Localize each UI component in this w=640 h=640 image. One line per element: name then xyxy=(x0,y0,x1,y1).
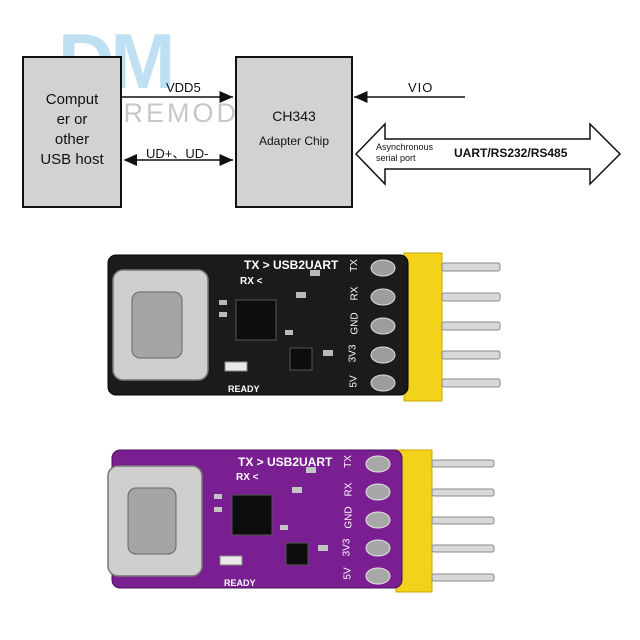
pad-1 xyxy=(370,259,396,277)
uart-double-arrow xyxy=(354,122,622,186)
chip-title: CH343 xyxy=(272,108,316,124)
smd-1 xyxy=(219,300,227,305)
ready-led-2 xyxy=(219,555,243,566)
usb-c-inner xyxy=(131,291,183,359)
pin-1 xyxy=(441,262,501,272)
pad2-1 xyxy=(365,455,391,473)
smd-2 xyxy=(219,312,227,317)
pad-3 xyxy=(370,317,396,335)
pad-5 xyxy=(370,374,396,392)
host-line-2: er or xyxy=(56,111,88,128)
chip-subtitle: Adapter Chip xyxy=(258,134,330,148)
ready-led xyxy=(224,361,248,372)
ch343-chip xyxy=(235,299,277,341)
regulator xyxy=(289,347,313,371)
uart-label: UART/RS232/RS485 xyxy=(454,146,568,160)
vio-label: VIO xyxy=(408,80,434,95)
pin-2 xyxy=(441,292,501,302)
pad-4 xyxy=(370,346,396,364)
pin2-2 xyxy=(431,488,495,497)
smd2-1 xyxy=(214,494,222,499)
block-diagram-arrows xyxy=(122,91,622,186)
pin2-label-tx: TX xyxy=(342,455,354,468)
smd2-4 xyxy=(292,487,302,493)
pad2-4 xyxy=(365,539,391,557)
board-black-ready: READY xyxy=(228,384,260,394)
host-line-4: USB host xyxy=(40,151,104,168)
vdd5-label: VDD5 xyxy=(166,80,201,95)
board-black-title: TX > USB2UART xyxy=(244,258,339,272)
smd-4 xyxy=(296,292,306,298)
smd2-3 xyxy=(280,525,288,530)
pad2-5 xyxy=(365,567,391,585)
board-purple-ready: READY xyxy=(224,578,256,588)
async-line-2: serial port xyxy=(376,153,416,163)
pin-5 xyxy=(441,378,501,388)
pad2-2 xyxy=(365,483,391,501)
host-line-3: other xyxy=(54,131,90,148)
smd2-5 xyxy=(306,467,316,473)
pin2-label-5v: 5V xyxy=(342,567,354,580)
ud-label: UD+、UD- xyxy=(146,146,209,161)
board-purple-title: TX > USB2UART xyxy=(238,455,333,469)
board-purple-rx: RX < xyxy=(236,472,259,483)
usb-c-inner-2 xyxy=(127,487,177,555)
chip-box xyxy=(235,56,353,208)
pad2-3 xyxy=(365,511,391,529)
smd-3 xyxy=(285,330,293,335)
async-line-1: Asynchronous xyxy=(376,142,434,152)
pin-4 xyxy=(441,350,501,360)
pin2-5 xyxy=(431,573,495,582)
board-purple-pins xyxy=(395,449,495,593)
host-box xyxy=(22,56,122,208)
board-purple-pin-labels: TX RX GND 3V3 5V xyxy=(340,454,362,584)
pin2-label-gnd: GND xyxy=(343,506,355,529)
regulator-2 xyxy=(285,542,309,566)
ch343-chip-2 xyxy=(231,494,273,536)
pin2-3 xyxy=(431,516,495,525)
pin2-1 xyxy=(431,459,495,468)
board-black-rx: RX < xyxy=(240,276,263,287)
pad-2 xyxy=(370,288,396,306)
pin2-4 xyxy=(431,544,495,553)
smd-6 xyxy=(323,350,333,356)
smd-5 xyxy=(310,270,320,276)
host-box-label: Comput er or other USB host xyxy=(24,90,120,170)
smd2-2 xyxy=(214,507,222,512)
host-line-1: Comput xyxy=(45,91,99,108)
async-label: Asynchronous serial port xyxy=(376,142,433,164)
smd2-6 xyxy=(318,545,328,551)
pin2-label-rx: RX xyxy=(343,482,355,497)
pin-3 xyxy=(441,321,501,331)
pin2-label-3v3: 3V3 xyxy=(341,538,353,557)
